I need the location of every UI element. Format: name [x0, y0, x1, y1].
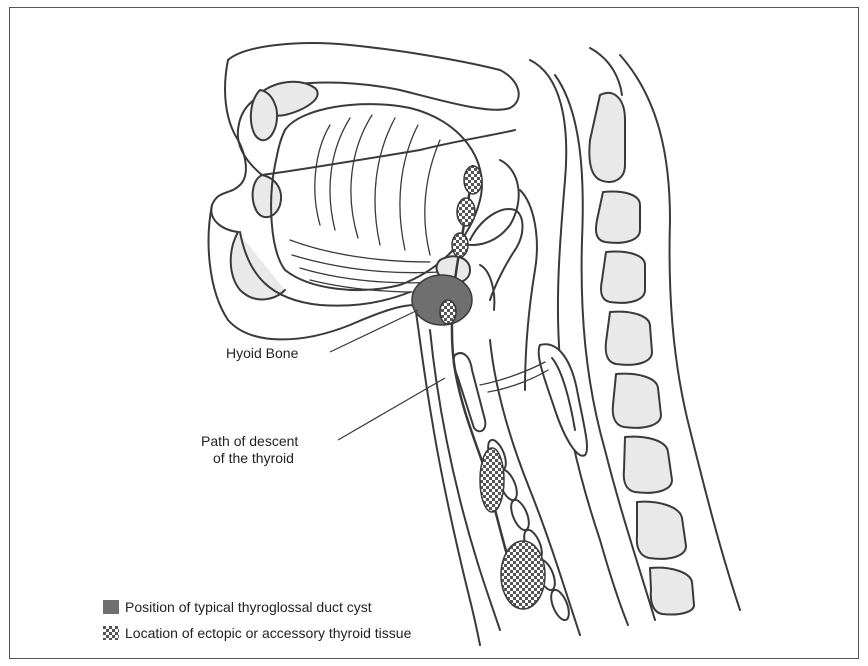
- neck-posterior-line: [480, 362, 545, 385]
- ectopic-tissue-lingual-1: [464, 166, 482, 194]
- path-of-descent-label-line1: Path of descent: [201, 433, 298, 450]
- upper-lip: [211, 60, 246, 232]
- vertebral-bodies: [589, 93, 694, 615]
- ectopic-tissue-lingual-2: [457, 198, 475, 226]
- tongue-muscle-fibers: [290, 115, 445, 292]
- anterior-neck-skin: [415, 305, 480, 645]
- epiglottis: [470, 209, 523, 300]
- legend-cyst-text: Position of typical thyroglossal duct cy…: [125, 599, 372, 615]
- esophagus: [539, 344, 587, 456]
- legend-item-ectopic: Location of ectopic or accessory thyroid…: [103, 625, 411, 641]
- spine-outer-line: [590, 48, 622, 95]
- legend-item-cyst: Position of typical thyroglossal duct cy…: [103, 599, 372, 615]
- ectopic-tissue-hyoid: [440, 300, 456, 324]
- thyroid-cartilage: [454, 353, 486, 431]
- ectopic-swatch: [103, 626, 119, 640]
- ectopic-tissue-lingual-3: [452, 233, 468, 257]
- ectopic-tissue-lower: [501, 541, 545, 609]
- legend-ectopic-text: Location of ectopic or accessory thyroid…: [125, 625, 411, 641]
- path-leader-line: [338, 378, 445, 440]
- cyst-swatch: [103, 600, 119, 614]
- hyoid-tail: [480, 265, 494, 310]
- hyoid-bone-label: Hyoid Bone: [226, 345, 298, 362]
- mandible: [231, 232, 285, 299]
- ectopic-tissue-cervical: [480, 448, 504, 512]
- path-of-descent-label-line2: of the thyroid: [213, 450, 294, 467]
- lower-teeth: [253, 175, 281, 217]
